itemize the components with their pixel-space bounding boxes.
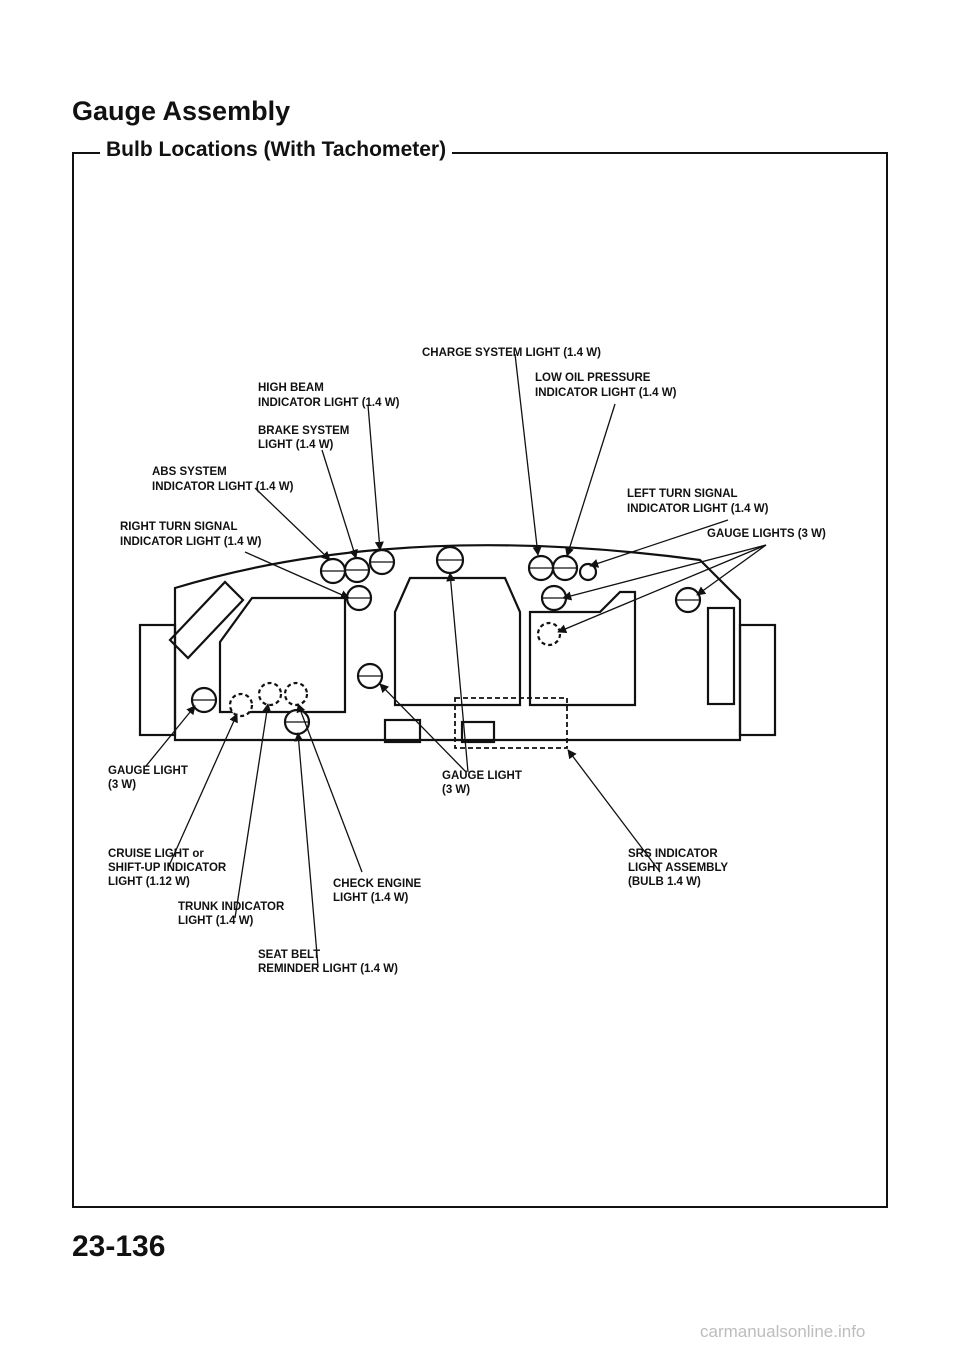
bulb-cruise [228, 692, 254, 718]
label-charge-system: CHARGE SYSTEM LIGHT (1.4 W) [422, 347, 601, 359]
bulb-gauge-right [540, 584, 568, 612]
page-title: Gauge Assembly [72, 96, 291, 126]
bulb-low-oil [551, 554, 579, 582]
label-gauge-lights: GAUGE LIGHTS (3 W) [707, 528, 826, 540]
watermark: carmanualsonline.info [700, 1322, 866, 1341]
label-seat-belt: SEAT BELT REMINDER LIGHT (1.4 W) [258, 949, 398, 975]
label-left-turn: LEFT TURN SIGNAL INDICATOR LIGHT (1.4 W) [627, 488, 769, 515]
label-low-oil: LOW OIL PRESSURE INDICATOR LIGHT (1.4 W) [535, 372, 677, 399]
label-trunk: TRUNK INDICATOR LIGHT (1.4 W) [178, 901, 287, 927]
bulb-gauge-left [190, 686, 218, 714]
leader-lines [145, 353, 767, 967]
bulb-gauge-dashed [536, 621, 562, 647]
label-gauge-light-left: GAUGE LIGHT (3 W) [108, 765, 191, 791]
section-subtitle: Bulb Locations (With Tachometer) [100, 138, 453, 162]
bulb-check-engine [283, 681, 309, 707]
label-high-beam: HIGH BEAM INDICATOR LIGHT (1.4 W) [258, 382, 400, 409]
label-right-turn: RIGHT TURN SIGNAL INDICATOR LIGHT (1.4 W… [120, 521, 262, 548]
gauge-housing [138, 544, 777, 749]
label-brake-system: BRAKE SYSTEM LIGHT (1.4 W) [258, 425, 353, 451]
bulb-charge-system [435, 545, 465, 575]
diagram-frame [72, 152, 888, 1208]
bulb-right-turn [345, 584, 373, 612]
bulb-brake [343, 556, 371, 584]
bulb-gauge-center [356, 662, 384, 690]
bulb-charge-2 [527, 554, 555, 582]
label-check-engine: CHECK ENGINE LIGHT (1.4 W) [333, 878, 424, 904]
label-gauge-light-center: GAUGE LIGHT (3 W) [442, 770, 525, 796]
label-abs-system: ABS SYSTEM INDICATOR LIGHT (1.4 W) [152, 466, 294, 493]
label-srs: SRS INDICATOR LIGHT ASSEMBLY (BULB 1.4 W… [628, 848, 731, 888]
bulb-high-beam [368, 548, 396, 576]
bulb-left-turn [578, 562, 598, 582]
page-number: 23-136 [72, 1230, 166, 1263]
label-cruise: CRUISE LIGHT or SHIFT-UP INDICATOR LIGHT… [108, 848, 229, 888]
bulb-gauge-far-right [674, 586, 702, 614]
bulb-abs [319, 557, 347, 585]
bulb-trunk [257, 681, 283, 707]
